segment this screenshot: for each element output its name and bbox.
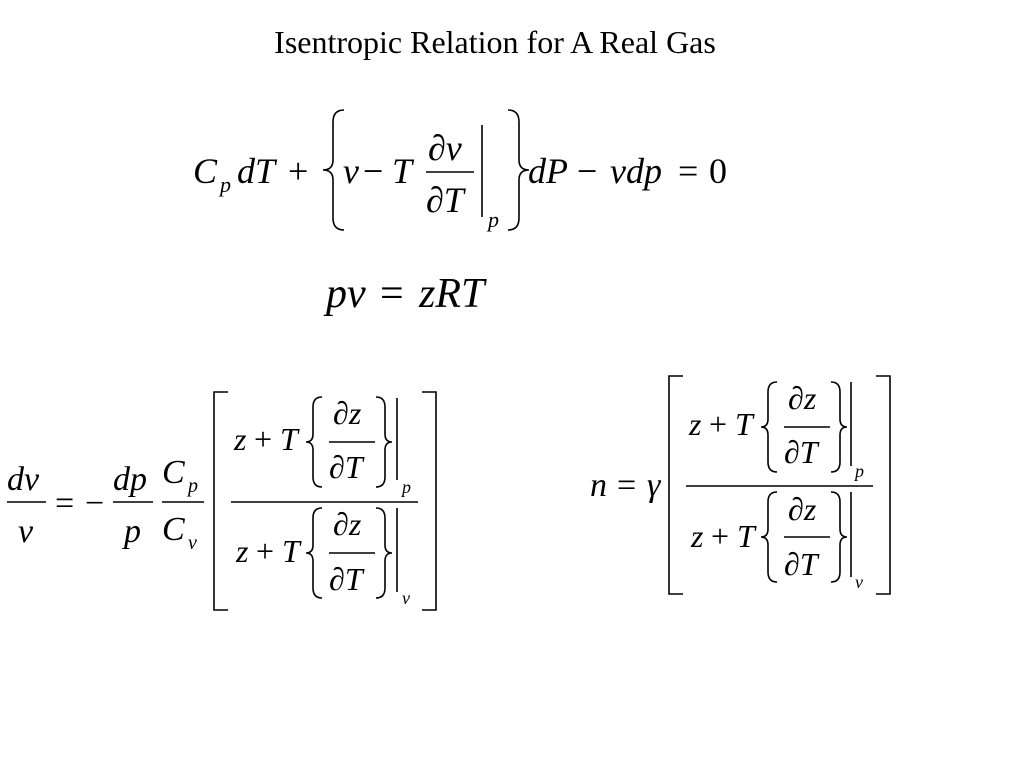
eq1-structure xyxy=(322,109,530,231)
eq3-left-bracket xyxy=(213,391,228,611)
eq3-minus: − xyxy=(85,485,104,522)
eq4-den-partial-T: ∂T xyxy=(784,546,820,582)
eq3-Cv: C xyxy=(162,511,185,548)
eq3-num-plus: + xyxy=(254,421,272,457)
eq1-p-sub: p xyxy=(218,172,231,197)
eq1-T: T xyxy=(392,151,415,191)
eq3-den-left-brace xyxy=(305,507,323,599)
polytropic-index-equation: n = γ z + T ∂z ∂T p z + T ∂z ∂T v xyxy=(590,380,864,592)
eq1-left-brace xyxy=(322,109,345,231)
eq1-equals: = xyxy=(678,151,698,191)
eq3-den-partial-T: ∂T xyxy=(329,561,365,597)
eq4-left-bracket xyxy=(668,375,683,595)
eq1-partial-T: ∂T xyxy=(426,180,467,220)
eq3-num-partial-z: ∂z xyxy=(333,395,362,431)
eq4-den-left-brace xyxy=(760,491,778,583)
volume-ratio-equation: dv v = − dp p C p C v z + T ∂z ∂T p z + … xyxy=(7,395,411,608)
eq3-den-z: z xyxy=(235,533,249,569)
eq3-structure xyxy=(7,391,437,611)
eq4-den-z: z xyxy=(690,518,704,554)
eq4-num-left-brace xyxy=(760,381,778,473)
eq4-gamma: γ xyxy=(647,467,662,504)
eq4-num-z: z xyxy=(688,406,702,442)
eq3-equals: = xyxy=(55,485,74,522)
eq1-zero: 0 xyxy=(709,151,727,191)
eq4-den-T: T xyxy=(737,518,757,554)
eq1-C: C xyxy=(193,151,218,191)
eq3-v: v xyxy=(18,513,34,550)
eq3-num-z: z xyxy=(233,421,247,457)
eq3-p: p xyxy=(122,513,141,550)
eq3-num-partial-T: ∂T xyxy=(329,449,365,485)
eq3-den-right-brace xyxy=(375,507,393,599)
eq3-num-right-brace xyxy=(375,396,393,488)
eq4-num-eval-p: p xyxy=(853,461,864,481)
eq3-num-T: T xyxy=(280,421,300,457)
eq1-partial-v: ∂v xyxy=(428,128,462,168)
eq3-dv: dv xyxy=(7,461,40,498)
eq4-num-right-brace xyxy=(830,381,848,473)
eq4-right-bracket xyxy=(876,375,891,595)
eq4-num-partial-z: ∂z xyxy=(788,380,817,416)
eq4-num-partial-T: ∂T xyxy=(784,434,820,470)
eq4-structure xyxy=(668,375,891,595)
eq3-num-eval-p: p xyxy=(400,477,411,497)
eq3-den-partial-z: ∂z xyxy=(333,506,362,542)
eq3-den-T: T xyxy=(282,533,302,569)
eq4-num-T: T xyxy=(735,406,755,442)
eq1-plus: + xyxy=(288,151,308,191)
eq3-dp: dp xyxy=(113,461,147,498)
eq3-den-plus: + xyxy=(256,533,274,569)
eq1-v: v xyxy=(343,151,359,191)
eq4-den-plus: + xyxy=(711,518,729,554)
eq4-num-plus: + xyxy=(709,406,727,442)
energy-equation: C p dT + v − T ∂v ∂T p dP − vdp = 0 xyxy=(193,128,727,232)
eq3-num-left-brace xyxy=(305,396,323,488)
eq1-minus: − xyxy=(363,151,383,191)
eq4-n: n xyxy=(590,467,607,504)
eq4-equals: = xyxy=(617,467,636,504)
slide-title: Isentropic Relation for A Real Gas xyxy=(274,24,716,60)
eq3-Cv-sub: v xyxy=(188,532,197,554)
state-equation: pv = zRT xyxy=(323,271,487,317)
eq4-den-partial-z: ∂z xyxy=(788,491,817,527)
eq2-lhs: pv xyxy=(323,271,366,317)
eq1-minus2: − xyxy=(577,151,597,191)
eq2-rhs: zRT xyxy=(418,271,487,317)
eq3-Cp: C xyxy=(162,454,185,491)
eq4-den-right-brace xyxy=(830,491,848,583)
eq1-dT: dT xyxy=(237,151,278,191)
eq1-vdp: vdp xyxy=(610,151,662,191)
eq3-den-eval-v: v xyxy=(402,588,410,608)
eq3-Cp-sub: p xyxy=(186,475,198,497)
eq1-right-brace xyxy=(507,109,530,231)
eq4-den-eval-v: v xyxy=(855,572,863,592)
eq2-equals: = xyxy=(380,271,404,317)
eq3-right-bracket xyxy=(422,391,437,611)
eq1-dP: dP xyxy=(528,151,568,191)
eq1-eval-p: p xyxy=(486,207,499,232)
